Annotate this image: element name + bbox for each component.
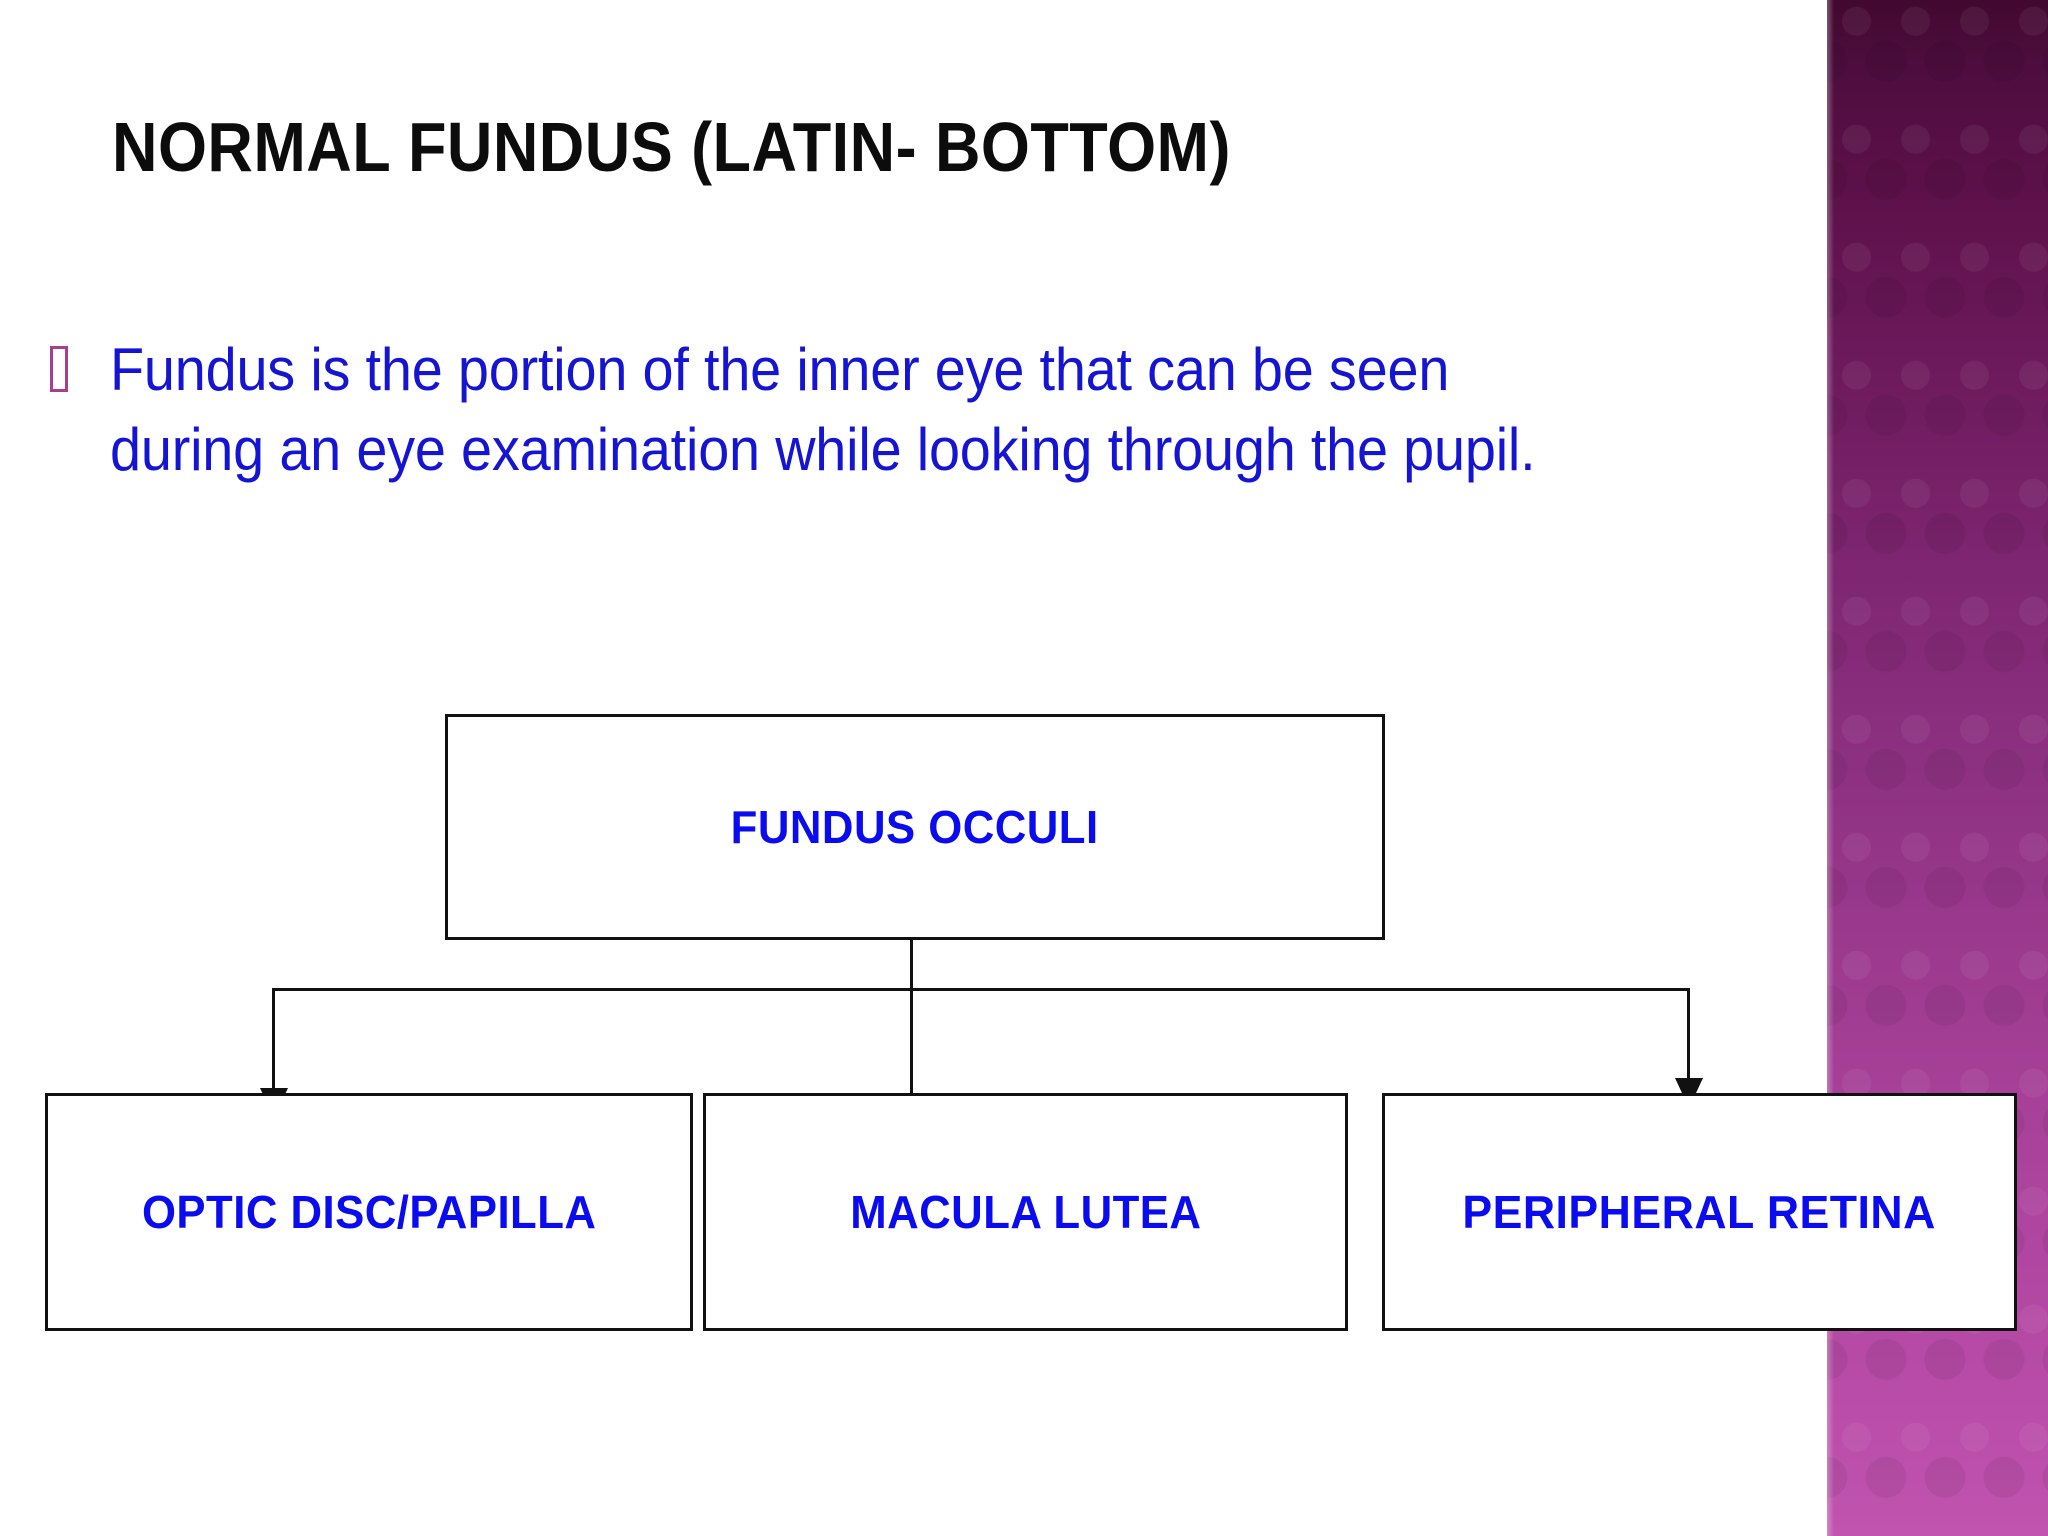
flowchart-node-macula-lutea: MACULA LUTEA bbox=[703, 1093, 1348, 1331]
decorative-sidebar-band bbox=[1827, 0, 2048, 1536]
connector-root-stem bbox=[910, 938, 913, 990]
flowchart-node-root: FUNDUS OCCULI bbox=[445, 714, 1385, 940]
flowchart-node-root-label: FUNDUS OCCULI bbox=[731, 801, 1099, 853]
connector-branch-right bbox=[1687, 988, 1690, 1080]
bullet-paragraph-text: Fundus is the portion of the inner eye t… bbox=[110, 336, 1536, 483]
bullet-marker-icon bbox=[50, 346, 68, 392]
page-title: NORMAL FUNDUS (LATIN- BOTTOM) bbox=[112, 108, 1231, 186]
sidebar-edge-highlight bbox=[1827, 0, 1834, 1536]
flowchart-node-optic-disc-label: OPTIC DISC/PAPILLA bbox=[141, 1186, 597, 1238]
flowchart-node-optic-disc: OPTIC DISC/PAPILLA bbox=[45, 1093, 693, 1331]
flowchart-node-macula-lutea-label: MACULA LUTEA bbox=[849, 1186, 1202, 1238]
bullet-list-item: Fundus is the portion of the inner eye t… bbox=[38, 330, 1758, 490]
arrowhead-right-icon bbox=[1675, 1078, 1703, 1108]
damask-pattern-overlay bbox=[1827, 0, 2048, 1536]
connector-horizontal-bus bbox=[272, 988, 1690, 991]
connector-branch-left bbox=[272, 988, 275, 1090]
arrowhead-left-icon bbox=[260, 1088, 288, 1118]
connector-branch-middle bbox=[910, 988, 913, 1093]
